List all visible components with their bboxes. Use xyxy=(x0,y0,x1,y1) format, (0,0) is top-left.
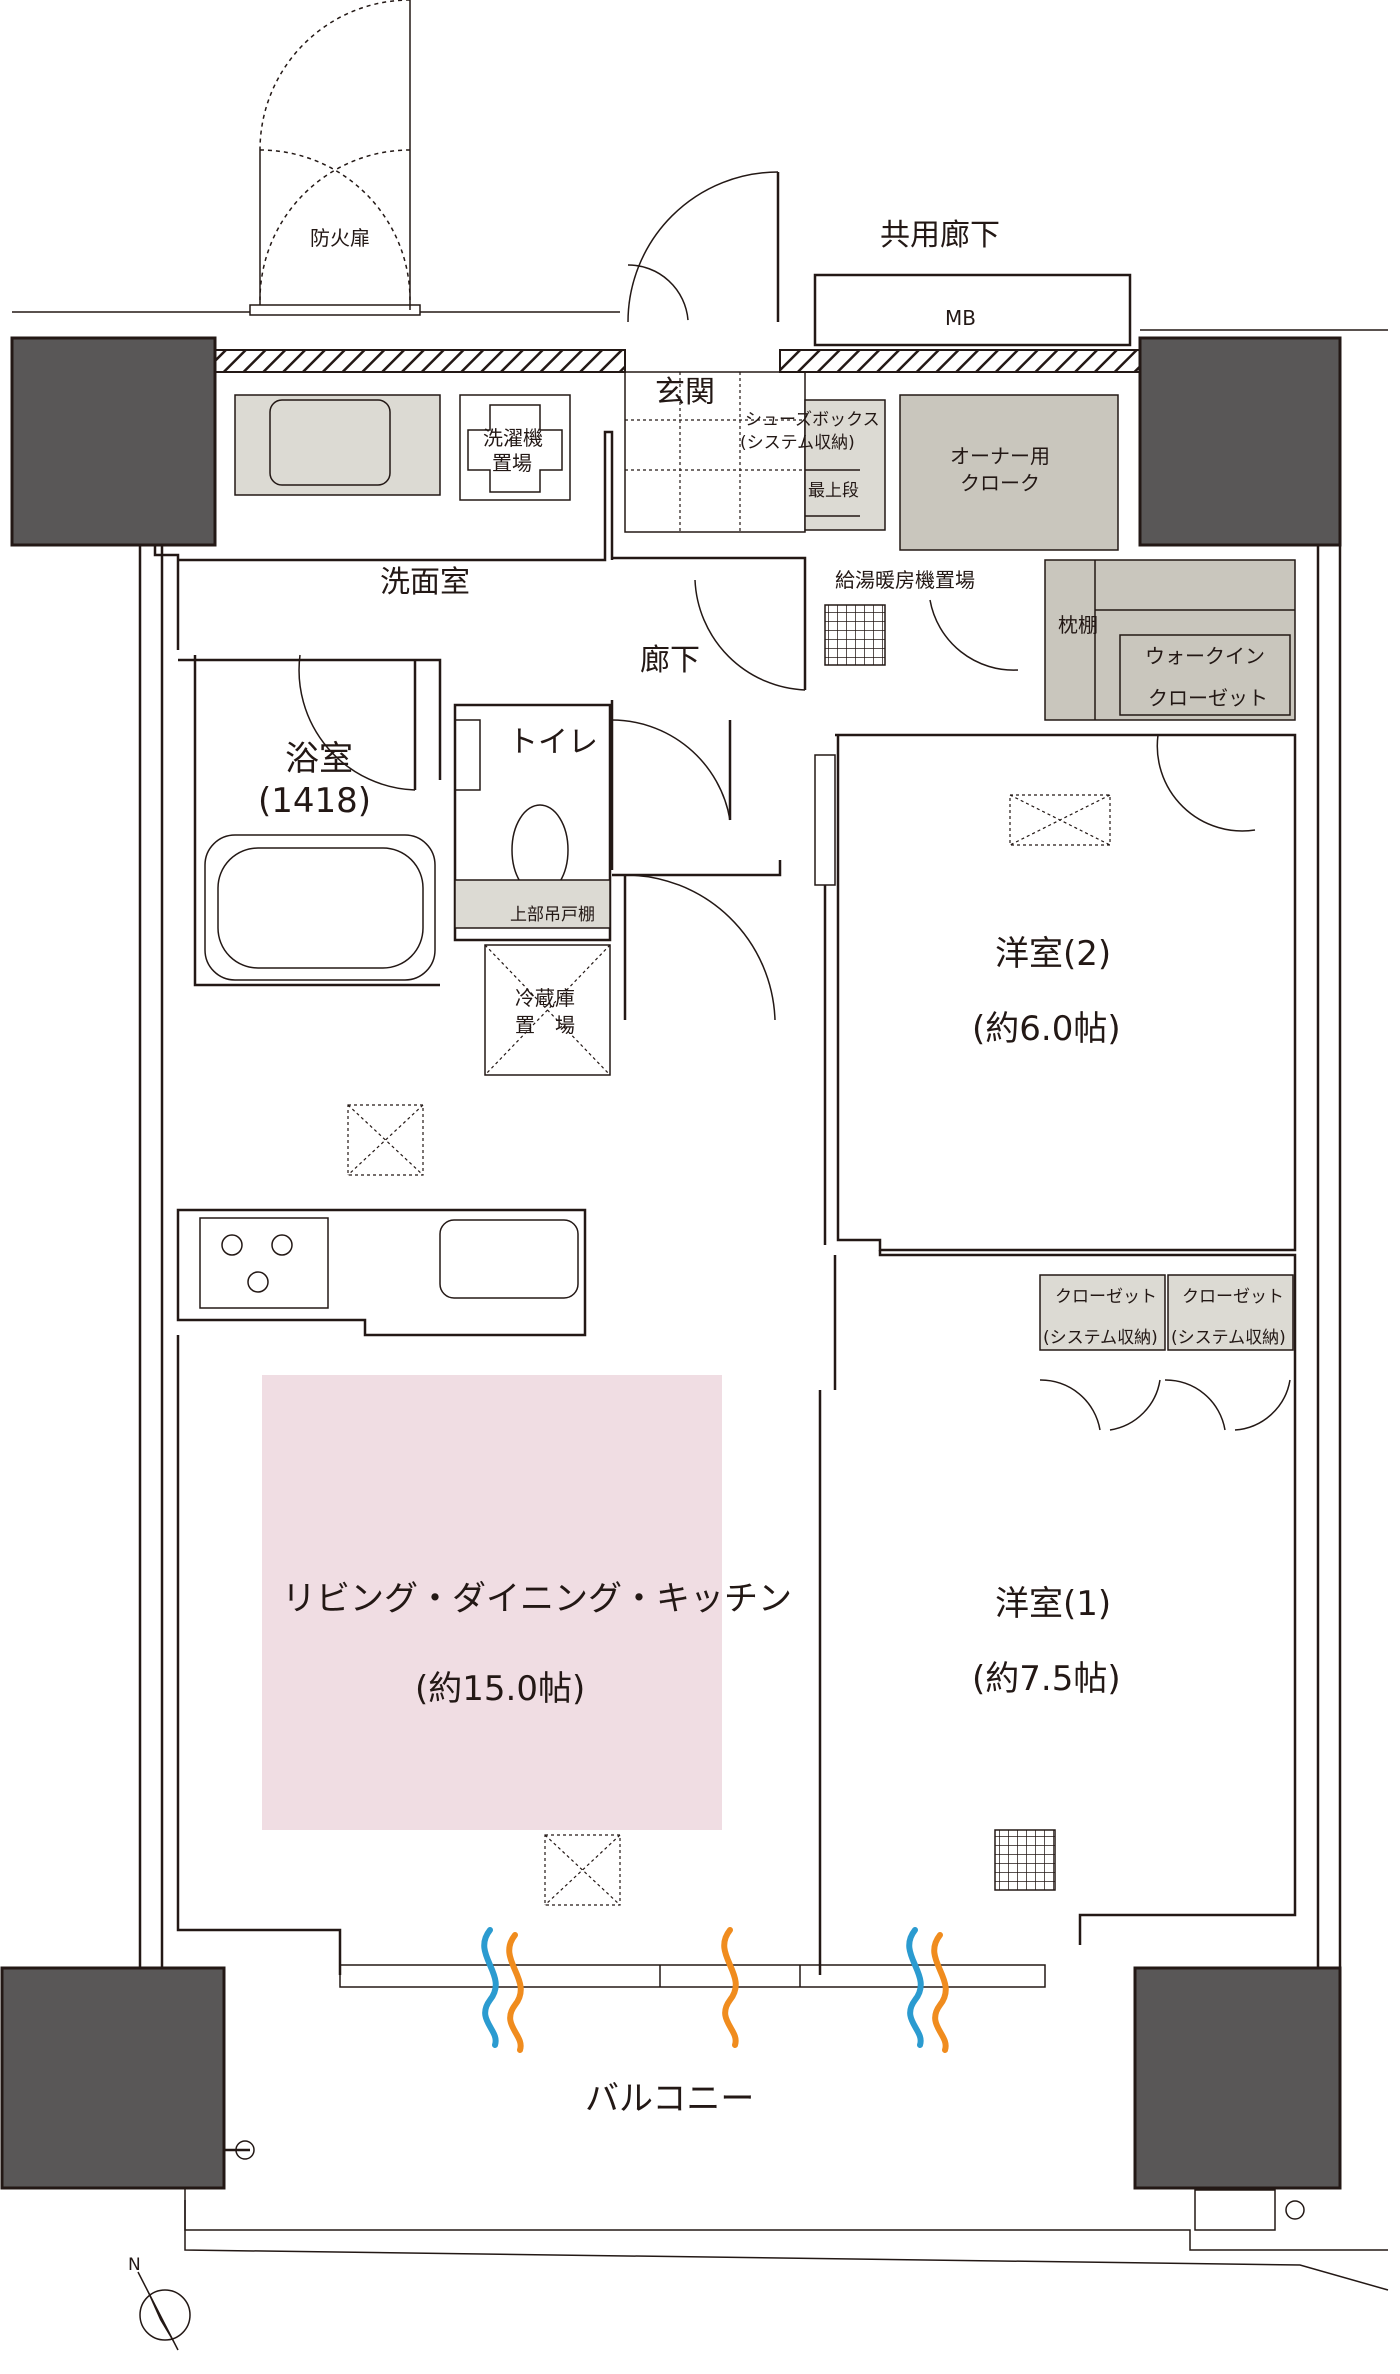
bath-label: 浴室 xyxy=(285,739,353,779)
bath-size-label: (1418) xyxy=(258,781,371,821)
boiler-label: 給湯暖房機置場 xyxy=(835,568,975,592)
column xyxy=(1138,336,1342,547)
closet-label: クローゼット xyxy=(1182,1287,1284,1307)
western2-size-label: (約6.0帖) xyxy=(972,1009,1121,1049)
pillow-shelf-label: 枕棚 xyxy=(1058,613,1098,637)
entrance-label: 玄関 xyxy=(655,375,715,410)
washing-machine-label: 洗濯機 xyxy=(483,426,543,450)
ldk-area xyxy=(262,1375,722,1830)
western1-size-label: (約7.5帖) xyxy=(972,1659,1121,1699)
corridor-label: 廊下 xyxy=(640,643,700,678)
mb-box xyxy=(813,273,1132,347)
closet-label: クローゼット xyxy=(1055,1287,1157,1307)
mb-label: MB xyxy=(945,306,976,330)
ldk-size-label: (約15.0帖) xyxy=(415,1669,585,1709)
closet-sub-label: (システム収納) xyxy=(1043,1328,1158,1348)
balcony-label: バルコニー xyxy=(585,2079,754,2119)
walk-in-label: ウォークイン xyxy=(1145,644,1265,668)
washroom-label: 洗面室 xyxy=(380,565,470,600)
walk-in-closet xyxy=(1044,559,1296,721)
owner-cloak-label: オーナー用 xyxy=(950,444,1050,468)
western2-label: 洋室(2) xyxy=(995,934,1111,974)
column xyxy=(1133,1966,1342,2190)
upper-cabinet-label: 上部吊戸棚 xyxy=(510,905,595,925)
common-corridor-label: 共用廊下 xyxy=(880,218,1000,253)
western1-label: 洋室(1) xyxy=(995,1584,1111,1624)
closet-sub-label: (システム収納) xyxy=(1171,1328,1286,1348)
fridge-sub-label: 置 場 xyxy=(515,1013,575,1037)
shoe-box-sub-label: (システム収納) xyxy=(740,433,855,453)
toilet-label: トイレ xyxy=(508,725,598,760)
sink-icon xyxy=(439,1219,579,1299)
fire-door xyxy=(249,0,421,316)
fridge-label: 冷蔵庫 xyxy=(515,986,575,1010)
svg-text:N: N xyxy=(128,2255,141,2275)
walk-in-sub-label: クローゼット xyxy=(1148,686,1268,710)
bathtub-icon xyxy=(217,847,424,969)
top-step-label: 最上段 xyxy=(808,481,859,501)
column xyxy=(10,336,217,547)
owner-cloak xyxy=(899,394,1119,551)
ldk-label: リビング・ダイニング・キッチン xyxy=(282,1579,792,1619)
wind-icon xyxy=(481,1927,949,2053)
shoe-box-label: シューズボックス xyxy=(745,410,880,430)
front-door[interactable] xyxy=(627,171,780,323)
owner-cloak-sub-label: クローク xyxy=(960,471,1040,495)
washing-machine-sub-label: 置場 xyxy=(492,451,532,475)
shoe-box xyxy=(804,399,886,531)
column xyxy=(0,1966,226,2190)
north-arrow-icon: N xyxy=(128,2255,191,2351)
fire-door-label: 防火扉 xyxy=(310,226,370,250)
